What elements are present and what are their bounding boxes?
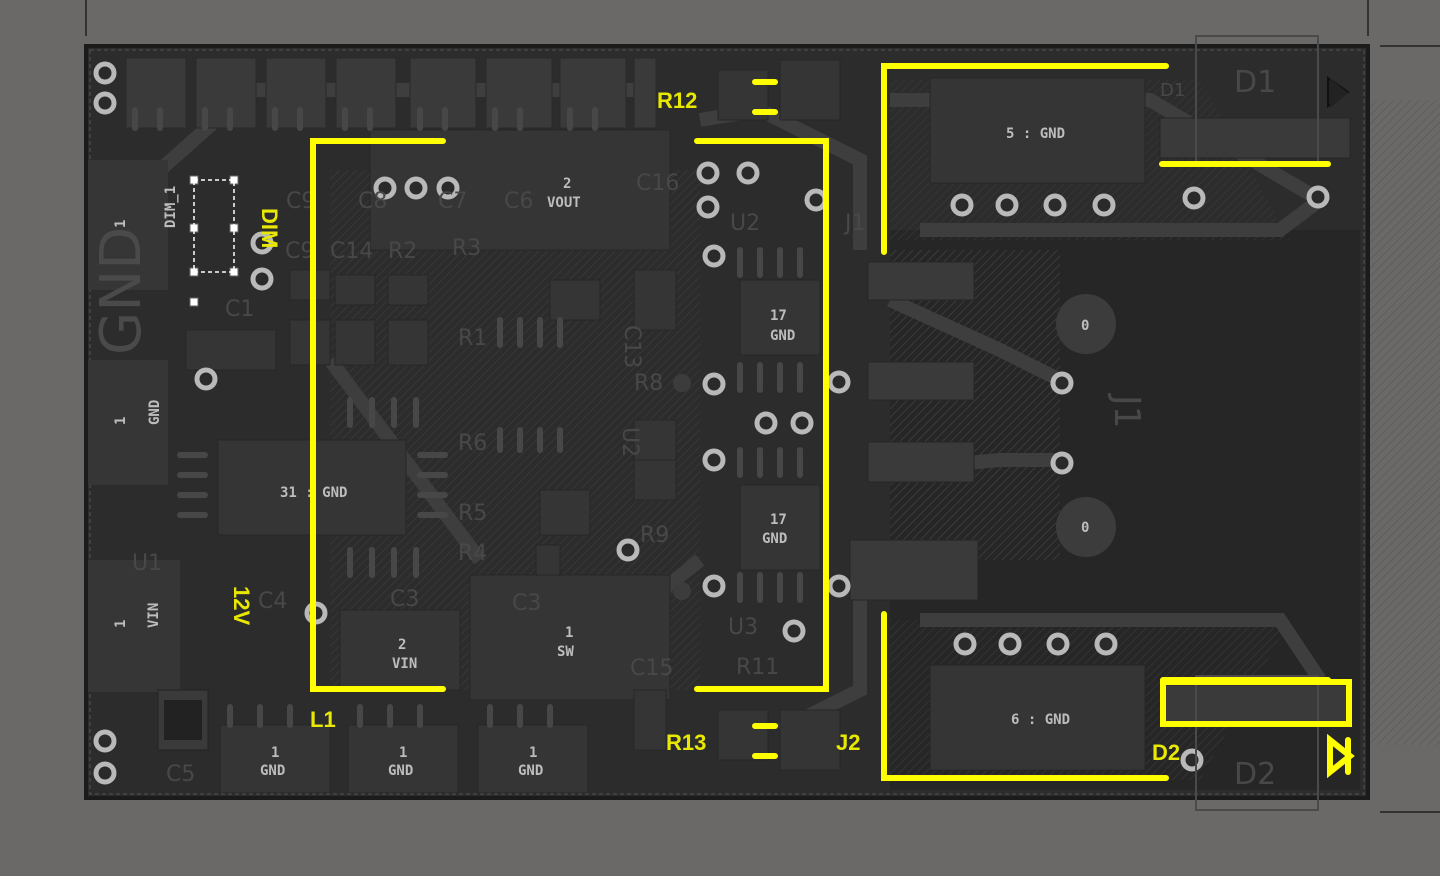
svg-text:R3: R3 <box>452 236 481 261</box>
designator-r12[interactable]: R12 <box>657 88 697 113</box>
svg-text:17: 17 <box>770 308 787 324</box>
svg-text:6 : GND: 6 : GND <box>1011 712 1070 728</box>
svg-text:C6: C6 <box>504 189 533 214</box>
svg-text:J1: J1 <box>843 211 866 236</box>
designator-j2[interactable]: J2 <box>836 730 860 755</box>
svg-text:C1: C1 <box>225 297 254 322</box>
svg-text:C14: C14 <box>330 239 373 264</box>
svg-text:C13: C13 <box>619 325 644 368</box>
svg-text:1: 1 <box>271 745 279 761</box>
svg-text:VOUT: VOUT <box>547 195 581 211</box>
left-connectors <box>88 160 209 751</box>
svg-text:GND: GND <box>770 328 795 344</box>
svg-text:C5: C5 <box>166 762 195 787</box>
svg-text:1: 1 <box>113 620 129 628</box>
svg-text:C7: C7 <box>438 189 467 214</box>
svg-text:GND: GND <box>762 531 787 547</box>
svg-text:0: 0 <box>1081 520 1089 536</box>
svg-text:R8: R8 <box>634 371 663 396</box>
svg-text:GND: GND <box>89 227 154 355</box>
svg-text:2: 2 <box>398 637 406 653</box>
silkscreen <box>310 63 1355 781</box>
svg-text:C16: C16 <box>636 171 679 196</box>
svg-text:GND: GND <box>388 763 413 779</box>
svg-text:R9: R9 <box>640 523 669 548</box>
vias <box>93 61 1330 785</box>
svg-text:GND: GND <box>260 763 285 779</box>
workspace-guides <box>85 0 1440 813</box>
designator-d2[interactable]: D2 <box>1152 740 1180 765</box>
svg-text:U2: U2 <box>617 427 642 457</box>
svg-text:DIM_1: DIM_1 <box>163 186 179 228</box>
ic-pins <box>132 107 803 728</box>
pad-labels: 1 DIM_1 1 GND 1 VIN 2 VOUT 31 : GND 17 G… <box>113 126 1089 779</box>
mounting-holes <box>1056 294 1116 557</box>
svg-text:J1: J1 <box>1106 393 1147 429</box>
svg-text:C3: C3 <box>390 587 419 612</box>
svg-text:U2: U2 <box>730 211 760 236</box>
svg-text:D2: D2 <box>1234 757 1276 792</box>
svg-text:VIN: VIN <box>392 656 417 672</box>
svg-text:D1: D1 <box>1234 65 1276 100</box>
svg-text:R5: R5 <box>458 501 487 526</box>
j1-outline <box>881 63 1169 255</box>
designator-dim[interactable]: DIM <box>257 208 282 248</box>
svg-text:R1: R1 <box>458 326 487 351</box>
l1-outline <box>310 138 446 692</box>
svg-text:1: 1 <box>113 220 129 228</box>
svg-text:GND: GND <box>147 400 163 425</box>
svg-text:C4: C4 <box>258 589 287 614</box>
svg-text:C8: C8 <box>358 189 387 214</box>
svg-text:1: 1 <box>565 625 573 641</box>
ghost-labels: GND D1 D2 D1 J1 J1 C1 C3 C4 C5 C6 C7 C8 … <box>89 65 1276 792</box>
svg-text:R11: R11 <box>736 655 779 680</box>
svg-text:SW: SW <box>557 644 574 660</box>
svg-text:GND: GND <box>518 763 543 779</box>
svg-text:R6: R6 <box>458 431 487 456</box>
svg-text:C3: C3 <box>512 591 541 616</box>
designator-l1[interactable]: L1 <box>310 707 336 732</box>
designator-12v[interactable]: 12V <box>229 586 254 625</box>
designator-r13[interactable]: R13 <box>666 730 706 755</box>
svg-text:0: 0 <box>1081 318 1089 334</box>
svg-text:U3: U3 <box>728 615 758 640</box>
svg-text:5 : GND: 5 : GND <box>1006 126 1065 142</box>
svg-text:VIN: VIN <box>146 603 162 628</box>
svg-text:1: 1 <box>399 745 407 761</box>
svg-text:17: 17 <box>770 512 787 528</box>
svg-text:U1: U1 <box>132 551 162 576</box>
svg-text:R2: R2 <box>388 239 417 264</box>
svg-text:1: 1 <box>113 417 129 425</box>
svg-text:2: 2 <box>563 176 571 192</box>
svg-text:C9: C9 <box>285 239 314 264</box>
svg-text:C15: C15 <box>630 656 673 681</box>
svg-text:R4: R4 <box>458 541 487 566</box>
svg-text:1: 1 <box>529 745 537 761</box>
svg-text:D1: D1 <box>1160 80 1185 101</box>
